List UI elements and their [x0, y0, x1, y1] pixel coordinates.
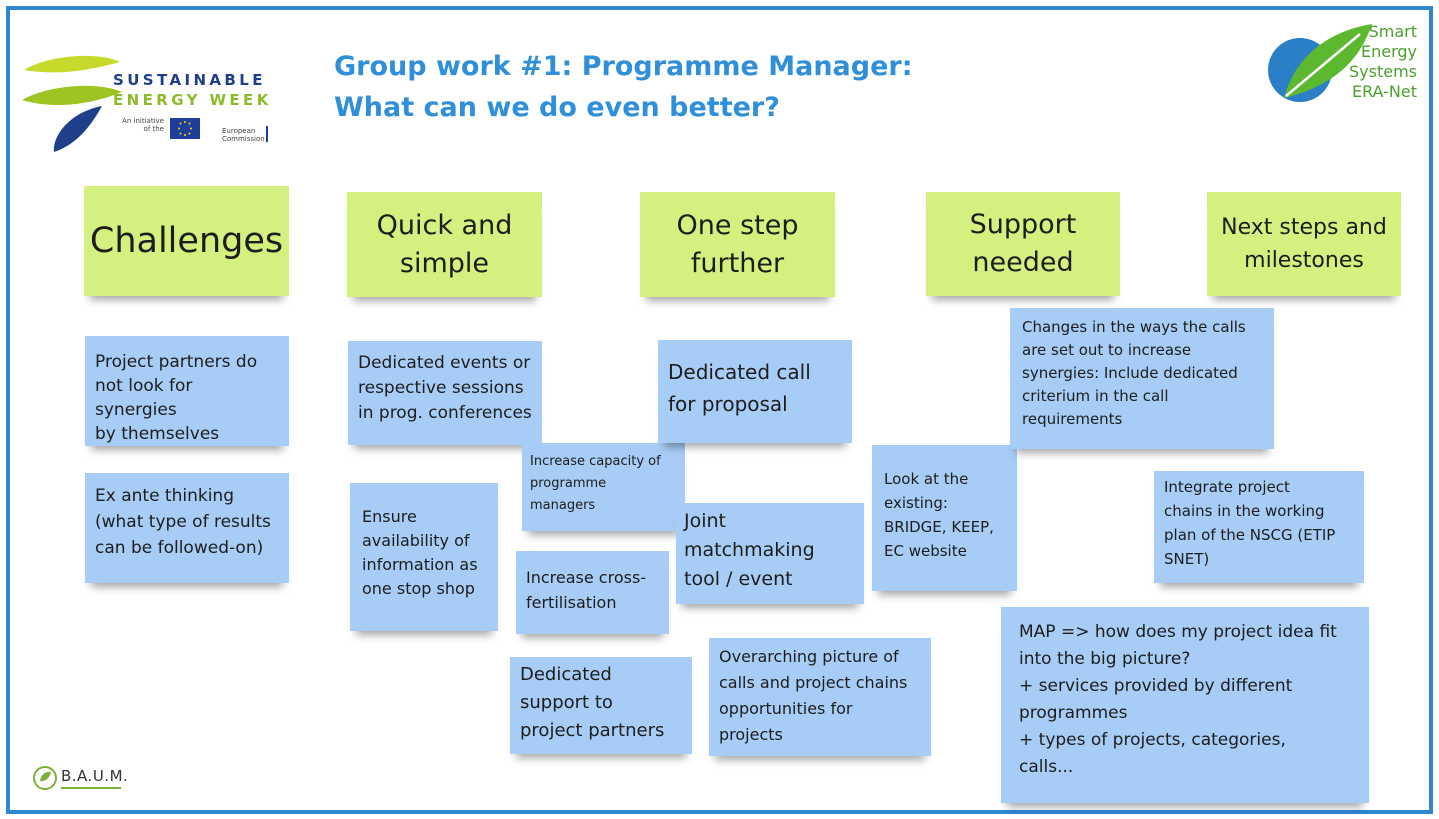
european-commission-label: European Commission	[222, 127, 265, 143]
note-dedicated-events: Dedicated events or respective sessions …	[348, 341, 542, 445]
note-text: Dedicated call for proposal	[668, 360, 811, 416]
note-overarching-picture: Overarching picture of calls and project…	[709, 638, 931, 756]
note-map: MAP => how does my project idea fit into…	[1001, 607, 1369, 803]
note-text: MAP => how does my project idea fit into…	[1019, 622, 1337, 777]
baum-leaf-icon	[33, 766, 57, 790]
header-next-steps: Next steps and milestones	[1207, 192, 1401, 296]
note-text: Ex ante thinking (what type of results c…	[95, 486, 271, 558]
header-label: Next steps and milestones	[1221, 215, 1387, 273]
note-text: Integrate project chains in the working …	[1164, 478, 1336, 568]
note-dedicated-support: Dedicated support to project partners	[510, 657, 692, 754]
header-label: Support needed	[969, 209, 1077, 278]
note-text: Joint matchmaking tool / event	[684, 510, 815, 590]
note-cross-fertilisation: Increase cross- fertilisation	[516, 551, 669, 634]
note-dedicated-call: Dedicated call for proposal	[658, 340, 852, 443]
note-project-partners: Project partners do not look for synergi…	[85, 336, 289, 446]
sew-line2: ENERGY WEEK	[113, 91, 272, 109]
header-label: One step further	[676, 209, 799, 279]
note-text: Changes in the ways the calls are set ou…	[1022, 318, 1246, 428]
note-ensure-availability: Ensure availability of information as on…	[350, 483, 498, 631]
note-ex-ante: Ex ante thinking (what type of results c…	[85, 473, 289, 583]
note-look-at-existing: Look at the existing: BRIDGE, KEEP, EC w…	[872, 445, 1017, 591]
eu-flag-icon	[170, 118, 200, 139]
baum-underline	[61, 787, 121, 789]
note-text: Dedicated support to project partners	[520, 664, 665, 741]
sew-wordmark: SUSTAINABLE ENERGY WEEK	[113, 70, 272, 110]
note-text: Overarching picture of calls and project…	[719, 647, 908, 744]
note-text: Dedicated events or respective sessions …	[358, 353, 532, 423]
header-label: Quick and simple	[376, 209, 513, 279]
ses-text: Smart Energy Systems ERA-Net	[1349, 22, 1417, 101]
header-support-needed: Support needed	[926, 192, 1120, 296]
note-text: Project partners do not look for synergi…	[95, 352, 258, 444]
header-quick-and-simple: Quick and simple	[347, 192, 542, 297]
ses-wordmark: Smart Energy Systems ERA-Net	[1330, 22, 1417, 102]
smart-energy-systems-leaf-icon	[1268, 24, 1372, 102]
title-line-1: Group work #1: Programme Manager:	[334, 51, 913, 82]
page-title: Group work #1: Programme Manager: What c…	[334, 46, 934, 128]
title-line-2: What can we do even better?	[334, 92, 780, 123]
header-challenges: Challenges	[84, 186, 289, 296]
baum-wordmark: B.A.U.M.	[61, 767, 129, 785]
note-changes-in-calls: Changes in the ways the calls are set ou…	[1010, 308, 1274, 449]
note-text: Ensure availability of information as on…	[362, 507, 478, 598]
header-one-step-further: One step further	[640, 192, 835, 297]
note-increase-capacity: Increase capacity of programme managers	[522, 443, 685, 531]
note-joint-matchmaking: Joint matchmaking tool / event	[676, 503, 864, 604]
note-text: Increase cross- fertilisation	[526, 568, 647, 612]
commission-bar	[266, 126, 268, 142]
note-text: Look at the existing: BRIDGE, KEEP, EC w…	[884, 470, 994, 560]
note-integrate-project-chains: Integrate project chains in the working …	[1154, 471, 1364, 583]
header-label: Challenges	[89, 221, 284, 261]
note-text: Increase capacity of programme managers	[530, 454, 661, 513]
sustainable-energy-week-logo-icon	[22, 55, 122, 152]
sew-line1: SUSTAINABLE	[113, 71, 266, 89]
sew-initiative: An initiative of the	[122, 117, 164, 133]
